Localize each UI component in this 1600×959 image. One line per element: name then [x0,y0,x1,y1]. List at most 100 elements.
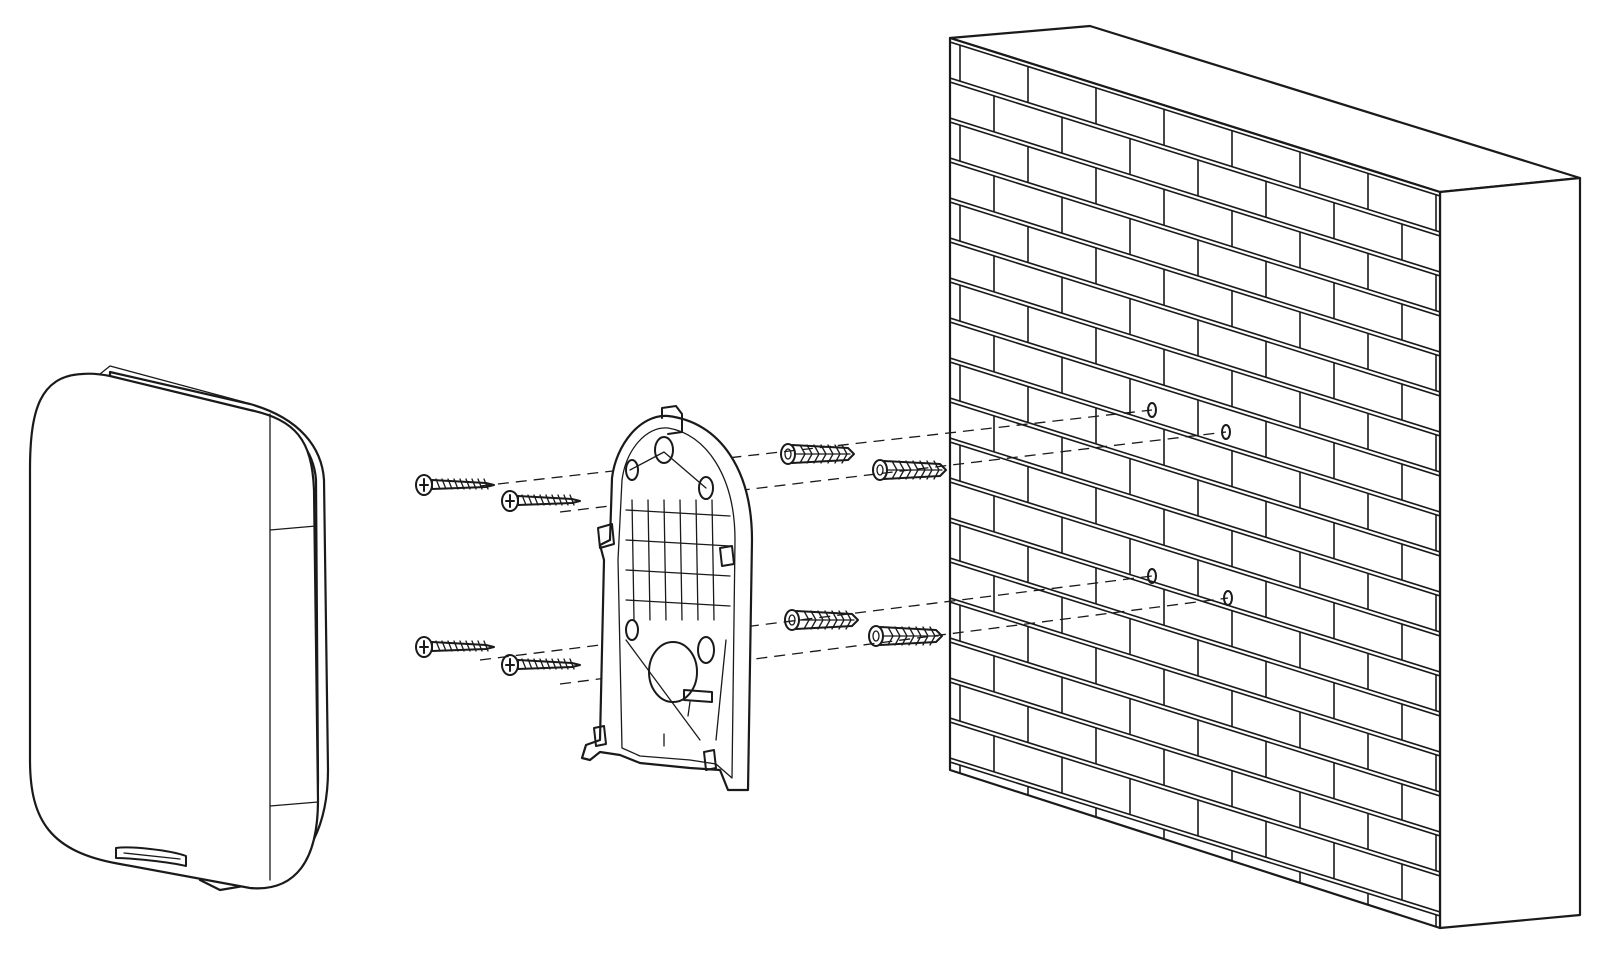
panel-ribs [625,451,731,741]
panel-rib-lower [715,639,727,741]
screws [415,474,581,676]
panel-rib-vertical [679,499,683,621]
brick-course-line [950,397,1440,553]
brick-course-line [950,241,1440,397]
brick-course-line [950,477,1440,633]
screw-thread [551,658,557,670]
panel-clip-left [597,523,615,549]
panel-top-tab [661,405,683,435]
panel-rib-horizontal [625,599,731,607]
screw-thread [471,640,477,652]
brick-course-line [950,81,1440,237]
brick-course-line [950,561,1440,717]
wall-anchor [872,459,947,481]
wall-side-face [1438,176,1582,930]
brick-course-line [950,557,1440,713]
brick-course-line [950,717,1440,873]
screw [501,490,581,512]
anchor-head [784,609,800,631]
panel-screw-hole-4 [697,636,715,664]
wall-anchors [780,443,947,647]
brick-course-line [950,161,1440,317]
brick-course-line [950,601,1440,757]
screw-thread [483,478,489,490]
brick-course-line [950,197,1440,353]
mounting-panel [580,405,754,792]
screw-thread [477,640,483,652]
brick-course-line [950,517,1440,673]
device-front-face [28,372,320,890]
panel-foot-right [703,749,717,771]
anchor-head [872,459,888,481]
screw-head [501,490,519,512]
panel-keyhole-top [654,436,674,464]
panel-cable-hole [648,641,698,703]
panel-latch-stem [687,701,691,717]
guide-line [479,409,1153,487]
screw-thread [569,494,575,506]
screw-thread [569,658,575,670]
screw-thread [527,658,533,670]
screw-thread [545,494,551,506]
screw-thread [557,494,563,506]
brick-course-line [950,357,1440,513]
screw-thread [557,658,563,670]
panel-clip-right [719,545,735,567]
screw-thread [465,640,471,652]
panel-rib-lower [625,639,701,741]
device-led-line [123,852,181,860]
wall-anchor [780,443,855,465]
brick-course-line [950,681,1440,837]
brick-course-line [950,721,1440,877]
brick-course-line [950,641,1440,797]
brick-course-line [950,401,1440,557]
panel-rib-vertical [663,499,667,621]
anchor-bore [872,630,880,642]
brick-course-line [950,281,1440,437]
anchor-bore [784,448,792,460]
screw-thread [441,478,447,490]
screw-thread [539,494,545,506]
screw-thread [453,640,459,652]
screw-thread [471,478,477,490]
brick-course-line [950,757,1440,913]
screw-thread [459,478,465,490]
panel-rib-horizontal [625,569,731,577]
screw-thread [453,478,459,490]
brick-course-line [950,157,1440,313]
brick-wall [948,24,1582,930]
wall-anchor [868,625,943,647]
device-hub [28,365,330,892]
screw-thread [551,494,557,506]
anchor-bore [876,464,884,476]
screw-thread [545,658,551,670]
panel-rib-vertical [647,499,651,621]
device-led-slot [115,846,187,867]
brick-course-line [950,77,1440,233]
brick-course-line [950,237,1440,393]
anchor-head [780,443,796,465]
screw-thread [465,478,471,490]
brick-course-line [950,637,1440,793]
screw-thread [539,658,545,670]
screw-thread [483,640,489,652]
anchor-bore [788,614,796,626]
panel-screw-hole-3 [625,619,639,641]
screw-thread [563,494,569,506]
screw [415,636,495,658]
brick-course-line [950,361,1440,517]
brick-course-line [950,441,1440,597]
device-seam-upper [269,525,317,531]
panel-latch [683,689,713,703]
screw-thread [527,494,533,506]
screw [415,474,495,496]
brick-course-line [950,321,1440,477]
screw-thread [533,494,539,506]
guide-line [479,575,1153,661]
screw-thread [459,640,465,652]
screw-head [415,636,433,658]
panel-rib-horizontal [625,509,731,517]
screw-thread [447,478,453,490]
brick-course-line [950,481,1440,637]
